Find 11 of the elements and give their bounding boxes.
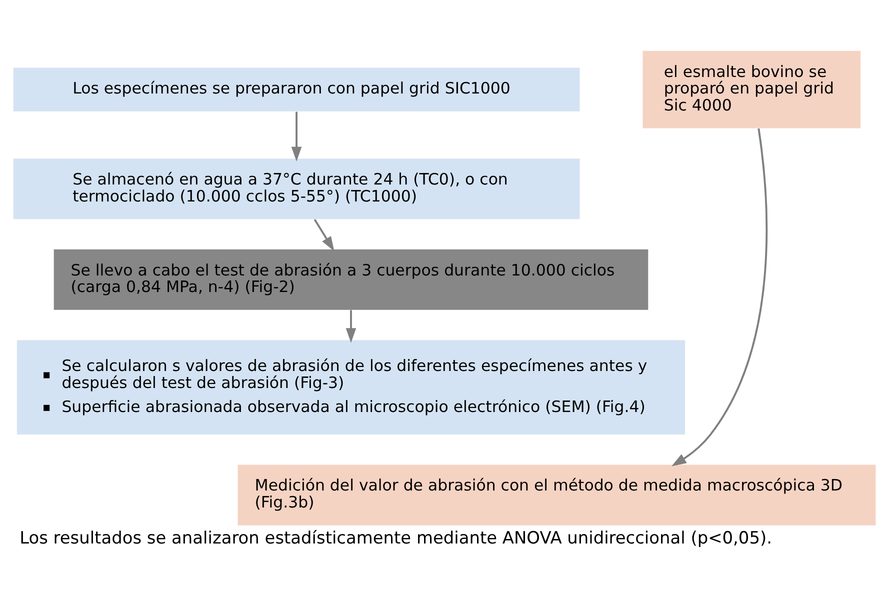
node-box: Se llevo a cabo el test de abrasión a 3 cuerpos durante 10.000 ciclos (carga 0,84 MPa, n-4) (Fig-2) <box>54 248 648 310</box>
node-box: el esmalte bovino se proparó en papel grid Sic 4000 <box>642 50 861 128</box>
node-box: Los especímenes se prepararon con papel grid SIC1000 <box>13 67 580 111</box>
arrow <box>346 310 356 342</box>
arrow <box>291 111 302 161</box>
arrow <box>314 218 334 251</box>
node-box: Se calcularon s valores de abrasión de los diferentes especímenes antes y después del test de abrasión (Fig-3) Superficie abrasionada observada al microscopio electrónico (SEM) (Fig.4) <box>16 340 686 434</box>
caption: Los resultados se analizaron estadísticamente mediante ANOVA unidireccional (p<0,05). <box>20 527 772 548</box>
node-box: Medición del valor de abrasión con el método de medida macroscópica 3D (Fig.3b) <box>238 464 876 525</box>
node-box: Se almacenó en agua a 37°C durante 24 h (TC0), o con termociclado (10.000 cclos 5-55°) (TC1000) <box>13 158 580 219</box>
arrow <box>672 128 768 466</box>
